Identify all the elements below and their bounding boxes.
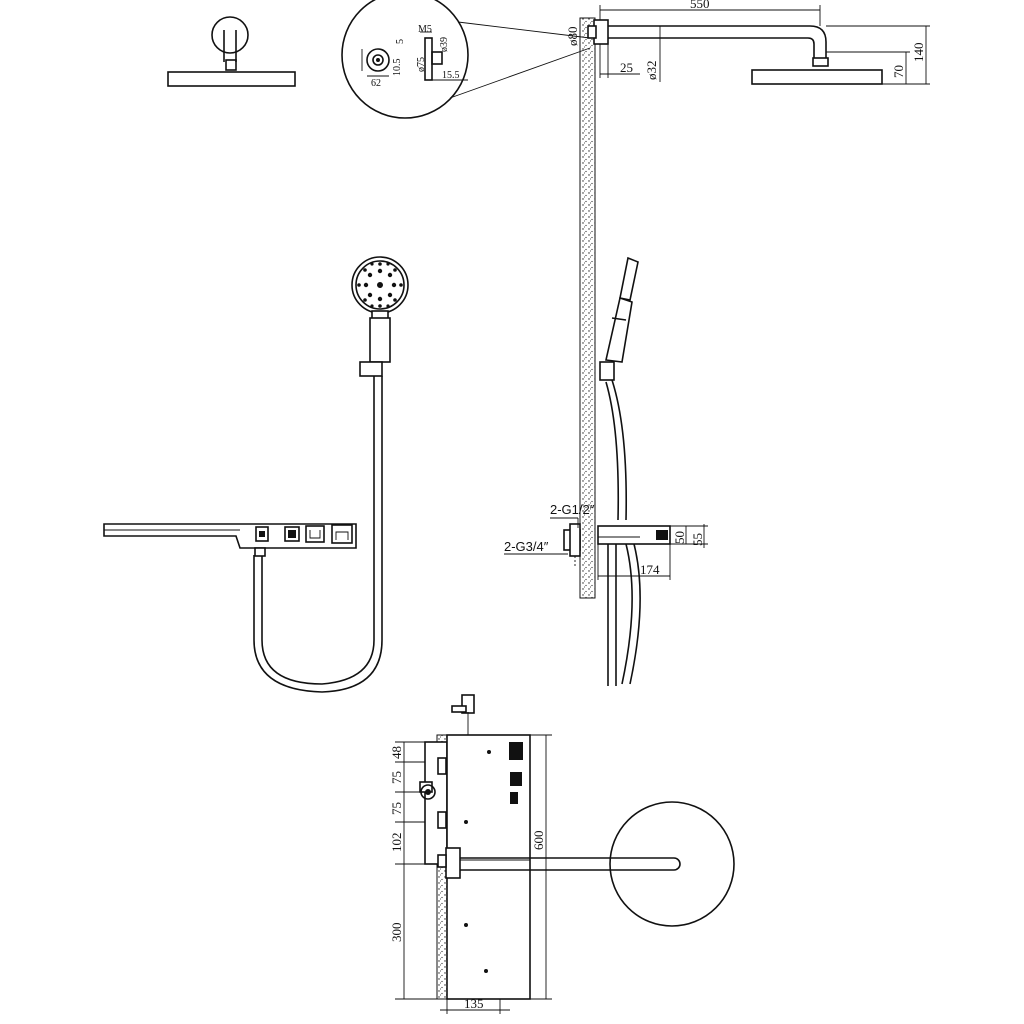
overhead-head-front-view	[167, 16, 296, 87]
arm-length-label: 550	[690, 0, 710, 11]
front-102-label: 102	[389, 833, 404, 853]
front-48-label: 48	[389, 746, 404, 759]
shower-arm-side-view: 550 ø80 25 ø32 70 140	[565, 0, 930, 85]
front-300-label: 300	[389, 923, 404, 943]
installation-front-view: 48 75 75 102 300 600 135	[389, 694, 735, 1014]
front-75b-label: 75	[389, 802, 404, 815]
hand-shower-side-view: 50 55 174 2-G1/2″ 2-G3/4″	[504, 256, 708, 686]
wall-section	[579, 17, 596, 599]
shelf-depth-174-label: 174	[640, 562, 660, 577]
shelf-h-50-label: 50	[672, 531, 687, 544]
head-drop-label: 70	[891, 65, 906, 78]
inlet-three-quarter-label: 2-G3/4″	[504, 539, 549, 554]
detail-15-5-label: 15.5	[442, 70, 460, 81]
front-135-label: 135	[464, 996, 484, 1011]
spray-nozzles	[357, 262, 403, 308]
front-75a-label: 75	[389, 771, 404, 784]
shelf-h-55-label: 55	[690, 533, 705, 546]
front-600-label: 600	[531, 831, 546, 851]
detail-75-label: ø75	[416, 57, 427, 72]
detail-10-5-label: 10.5	[392, 59, 403, 77]
mount-detail-bubble: 62 10.5 5 M5 ø39 ø75 15.5	[341, 0, 591, 119]
detail-62-label: 62	[371, 78, 381, 89]
arm-offset-label: 25	[620, 60, 633, 75]
hand-shower-front-view	[103, 256, 409, 693]
detail-39-label: ø39	[439, 37, 450, 52]
detail-5-label: 5	[395, 39, 406, 44]
head-total-height-label: 140	[911, 43, 926, 63]
inlet-half-label: 2-G1/2″	[550, 502, 595, 517]
detail-m5-label: M5	[418, 24, 432, 35]
arm-dia-label: ø32	[644, 61, 659, 81]
flange-dia-label: ø80	[565, 27, 580, 47]
